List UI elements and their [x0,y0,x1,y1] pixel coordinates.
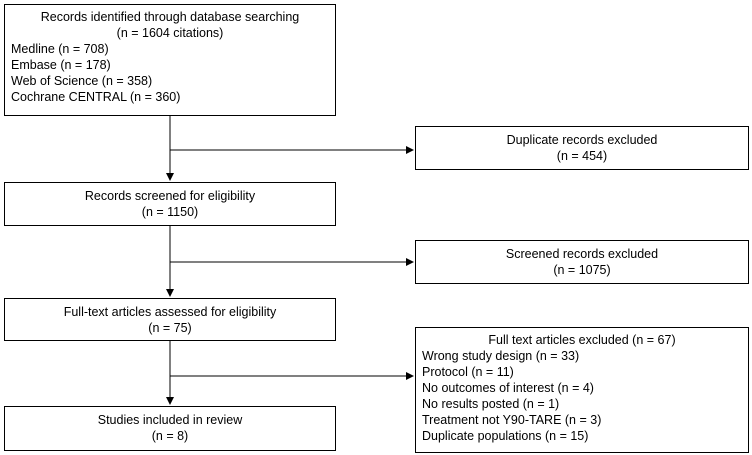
duplicates-box: Duplicate records excluded (n = 454) [415,126,749,170]
included-title: Studies included in review [97,413,243,427]
exclusion-reason: Protocol (n = 11) [422,365,514,379]
identified-box: Records identified through database sear… [4,4,336,116]
identified-source: Embase (n = 178) [11,58,111,72]
exclusion-reason: No results posted (n = 1) [422,397,560,411]
screened-excluded-box: Screened records excluded (n = 1075) [415,240,749,284]
exclusion-reason: Wrong study design (n = 33) [422,349,580,363]
duplicates-title: Duplicate records excluded [506,133,658,147]
identified-title: Records identified through database sear… [40,10,300,24]
exclusion-reason: No outcomes of interest (n = 4) [422,381,594,395]
screened-box: Records screened for eligibility (n = 11… [4,182,336,226]
fulltext-excluded-title: Full text articles excluded (n = 67) [488,333,676,347]
fulltext-count: (n = 75) [148,321,192,335]
exclusion-reason: Treatment not Y90-TARE (n = 3) [422,413,602,427]
exclusion-reason: Duplicate populations (n = 15) [422,429,589,443]
duplicates-count: (n = 454) [556,149,608,163]
identified-source: Web of Science (n = 358) [11,74,153,88]
identified-count: (n = 1604 citations) [116,26,224,40]
screened-title: Records screened for eligibility [84,189,256,203]
identified-source: Medline (n = 708) [11,42,109,56]
fulltext-excluded-box: Full text articles excluded (n = 67) Wro… [415,327,749,453]
included-box: Studies included in review (n = 8) [4,406,336,451]
screened-excluded-title: Screened records excluded [505,247,659,261]
fulltext-box: Full-text articles assessed for eligibil… [4,298,336,341]
fulltext-title: Full-text articles assessed for eligibil… [63,305,277,319]
screened-count: (n = 1150) [141,205,199,219]
screened-excluded-count: (n = 1075) [553,263,611,277]
included-count: (n = 8) [151,429,189,443]
identified-source: Cochrane CENTRAL (n = 360) [11,90,181,104]
